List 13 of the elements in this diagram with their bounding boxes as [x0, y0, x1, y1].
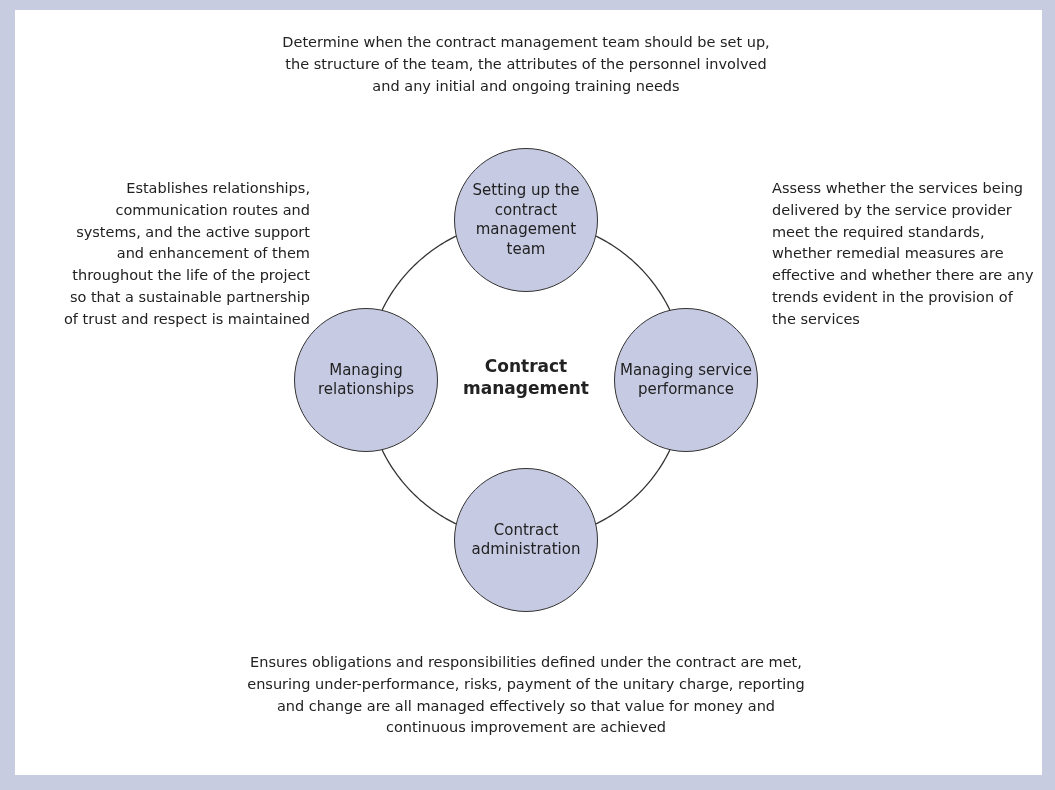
circle-label: Setting up the contract management team — [471, 181, 581, 259]
ring-arc — [595, 449, 671, 525]
circle-label: Managing service performance — [618, 360, 754, 400]
description-text: Establishes relationships, communication routes and systems, and the active support and enhancement of them throughout the life of the project so that a sustainable partnership of trust and respect is maintained — [63, 179, 310, 329]
description-text: Ensures obligations and responsibilities defined under the contract are met, ensuring under-performance, risks, payment of the unitary charge, reporting and change are all managed effectively so that value for money and continuous improvement are achieved — [246, 653, 806, 738]
ring-arc — [381, 235, 457, 311]
description-text: Assess whether the services being delivered by the service provider meet the required standards, whether remedial measures are effective and whether there are any trends evident in the provision of the services — [772, 179, 1034, 329]
description-text: Determine when the contract management team should be set up, the structure of the team, the attributes of the personnel involved and any initial and ongoing training needs — [281, 33, 771, 96]
center-title: Contract management — [462, 355, 590, 400]
circle-label: Contract administration — [470, 520, 582, 560]
circle-label: Managing relationships — [317, 360, 415, 400]
ring-arc — [595, 235, 671, 311]
ring-arc — [381, 449, 457, 525]
